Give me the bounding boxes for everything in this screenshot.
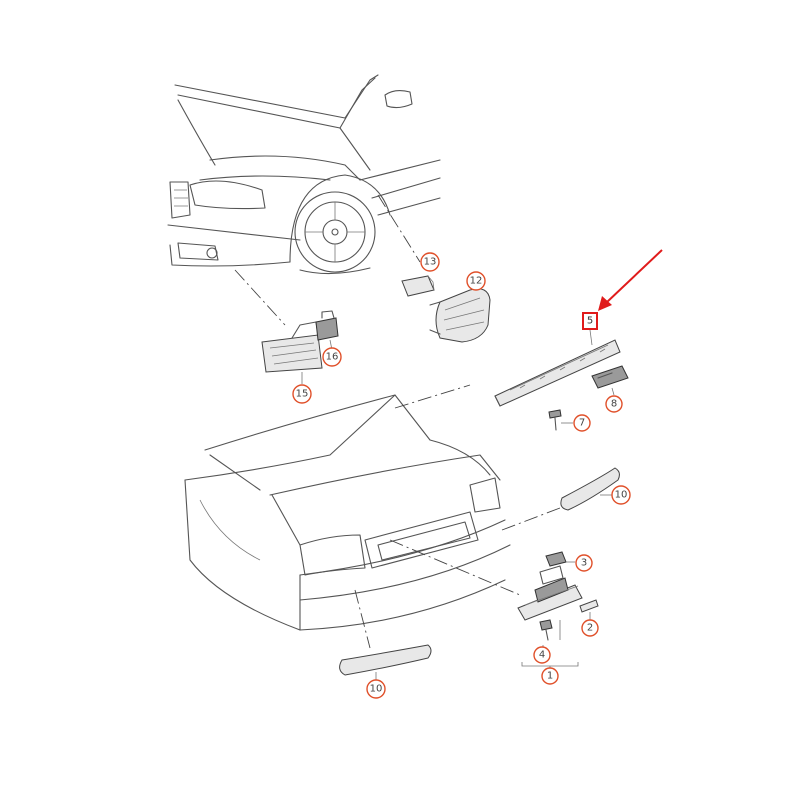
callout-12: 12 xyxy=(466,271,486,291)
part-2-small-bulb xyxy=(579,599,599,613)
callout-2: 2 xyxy=(581,619,599,637)
leader-line xyxy=(389,539,521,596)
leader-line xyxy=(234,269,286,326)
callout-10-left: 10 xyxy=(366,679,386,699)
part-10-reflector-left xyxy=(339,644,432,676)
leader-line xyxy=(354,589,371,649)
svg-text:8: 8 xyxy=(611,399,617,410)
callout-4: 4 xyxy=(533,646,551,664)
part-3-bulb xyxy=(545,551,567,567)
callout-15: 15 xyxy=(292,384,312,404)
svg-text:13: 13 xyxy=(424,257,437,268)
bracket-line xyxy=(521,662,579,667)
leader-line xyxy=(589,329,593,346)
callout-7: 7 xyxy=(573,414,591,432)
part-12-side-marker-lamp xyxy=(429,288,491,343)
part-13-bulb-holder xyxy=(401,275,435,297)
svg-text:10: 10 xyxy=(370,684,383,695)
leader-line xyxy=(377,194,421,263)
callout-8: 8 xyxy=(605,395,623,413)
part-7-screw xyxy=(548,409,562,431)
callout-1: 1 xyxy=(541,667,559,685)
part-10-reflector-right xyxy=(560,467,620,511)
part-8-holder xyxy=(591,365,629,389)
callout-13: 13 xyxy=(420,252,440,272)
front-car-illustration xyxy=(167,74,441,275)
part-5-brake-light-bar xyxy=(494,339,621,407)
rear-car-illustration xyxy=(184,394,511,631)
svg-text:3: 3 xyxy=(581,558,587,569)
svg-text:1: 1 xyxy=(547,671,553,682)
leader-line xyxy=(501,507,561,531)
callout-10-right: 10 xyxy=(611,485,631,505)
svg-text:15: 15 xyxy=(296,389,309,400)
red-arrow-icon xyxy=(598,249,663,311)
leader-line xyxy=(394,384,471,409)
svg-text:4: 4 xyxy=(539,650,545,661)
svg-text:12: 12 xyxy=(470,276,483,287)
svg-text:10: 10 xyxy=(615,490,628,501)
part-4-screw xyxy=(539,619,553,641)
svg-text:2: 2 xyxy=(587,623,593,634)
svg-text:7: 7 xyxy=(579,418,585,429)
callout-3: 3 xyxy=(575,554,593,572)
leader-line xyxy=(611,387,615,396)
svg-text:16: 16 xyxy=(326,352,339,363)
part-16-connector xyxy=(315,310,339,341)
callout-16: 16 xyxy=(322,347,342,367)
svg-text:5: 5 xyxy=(587,316,593,327)
part-1-license-lamp xyxy=(517,565,583,621)
highlight-part-5: 5 xyxy=(582,312,598,330)
part-15-fog-lamp xyxy=(261,321,323,373)
